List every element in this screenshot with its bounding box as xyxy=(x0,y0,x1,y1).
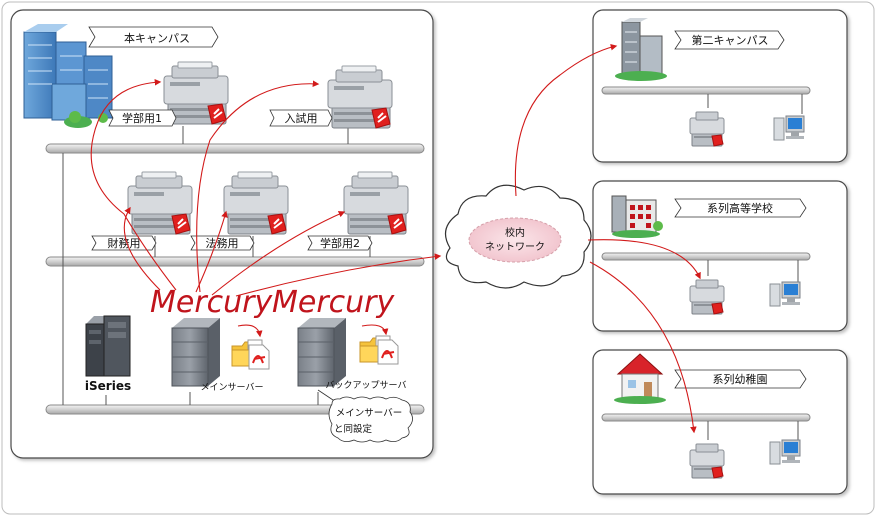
campus-network-cloud: 校内 ネットワーク xyxy=(444,184,592,289)
remote-print-arrows xyxy=(514,43,701,434)
printer-label-houmu: 法務用 xyxy=(206,236,239,250)
mercury-logo-backup: Mercury xyxy=(272,285,396,320)
second-campus-panel: 第二キャンパス xyxy=(592,9,848,163)
printer-label-gakubu2: 学部用2 xyxy=(320,236,360,250)
callout-line-1: メインサーバー xyxy=(336,408,402,419)
printer-label-nyushi: 入試用 xyxy=(285,111,318,125)
printer-gakubu2-icon xyxy=(343,171,409,235)
network-bus-1 xyxy=(45,143,425,154)
printer-nyushi-icon xyxy=(327,65,393,129)
cloud-label-line-2: ネットワーク xyxy=(485,241,545,253)
backup-server-pdf-icon xyxy=(377,339,399,365)
main-campus-building-icon xyxy=(23,24,113,128)
main-server-label: メインサーバー xyxy=(201,382,264,393)
printer-label-zaimu: 財務用 xyxy=(108,236,141,250)
high-school-panel: 系列高等学校 xyxy=(592,180,848,332)
printer-zaimu-icon xyxy=(127,171,193,235)
main-campus-label: 本キャンパス xyxy=(124,31,190,45)
callout-line-2: と同設定 xyxy=(334,423,373,435)
main-campus-label-tag xyxy=(88,26,219,48)
kindergarten-pc-icon xyxy=(769,439,801,465)
main-server-icon xyxy=(171,317,221,387)
mercury-logo-main: Mercury xyxy=(150,285,274,320)
kindergarten-label: 系列幼稚園 xyxy=(713,372,768,386)
second-campus-label: 第二キャンパス xyxy=(692,33,769,47)
main-server-print-arrows xyxy=(90,79,442,338)
backup-settings-callout: メインサーバー と同設定 xyxy=(317,389,413,443)
second-campus-building-icon xyxy=(615,18,667,81)
high-school-pc-icon xyxy=(769,281,801,307)
kindergarten-house-icon xyxy=(614,353,666,404)
iseries-label: iSeries xyxy=(85,379,131,393)
kindergarten-panel: 系列幼稚園 xyxy=(592,349,848,495)
high-school-building-icon xyxy=(611,195,663,238)
iseries-server-icon xyxy=(85,315,131,377)
high-school-label: 系列高等学校 xyxy=(707,201,773,215)
main-campus-panel: 本キャンパス 学部用1 xyxy=(10,9,442,459)
cloud-label-line-1: 校内 xyxy=(505,226,525,239)
printer-houmu-icon xyxy=(223,171,289,235)
printer-label-gakubu1: 学部用1 xyxy=(122,111,162,125)
network-bus-2 xyxy=(45,256,425,267)
backup-server-icon xyxy=(297,317,347,387)
main-server-pdf-icon xyxy=(248,344,270,370)
backup-server-label: バックアップサーバ xyxy=(326,380,407,391)
second-campus-pc-icon xyxy=(773,115,805,141)
